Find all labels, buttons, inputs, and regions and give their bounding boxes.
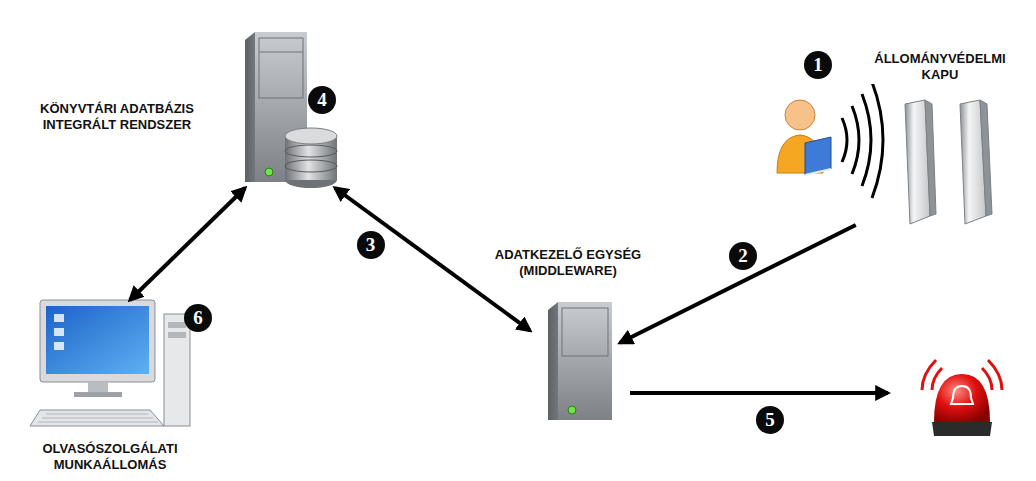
node-label: OLVASÓSZOLGÁLATI MUNKAÁLLOMÁS	[20, 440, 200, 474]
node-label: KÖNYVTÁRI ADATBÁZIS INTEGRÁLT RENDSZER	[17, 100, 217, 134]
callout-number: 5	[756, 406, 784, 434]
callout-number: 1	[804, 51, 832, 79]
connector-arrow	[620, 225, 856, 343]
callout-number: 4	[308, 86, 336, 114]
middleware-server: ADATKEZELŐ EGYSÉG (MIDDLEWARE)	[530, 300, 620, 422]
callout-number: 2	[729, 242, 757, 270]
callout-number: 3	[357, 231, 385, 259]
node-label: ADATKEZELŐ EGYSÉG (MIDDLEWARE)	[478, 246, 658, 280]
security-gate: ÁLLOMÁNYVÉDELMI KAPU	[770, 100, 1015, 225]
workstation: OLVASÓSZOLGÁLATI MUNKAÁLLOMÁS	[40, 300, 190, 430]
callout-number: 6	[184, 304, 212, 332]
node-label: ÁLLOMÁNYVÉDELMI KAPU	[860, 50, 1020, 84]
connector-arrow	[130, 188, 245, 300]
